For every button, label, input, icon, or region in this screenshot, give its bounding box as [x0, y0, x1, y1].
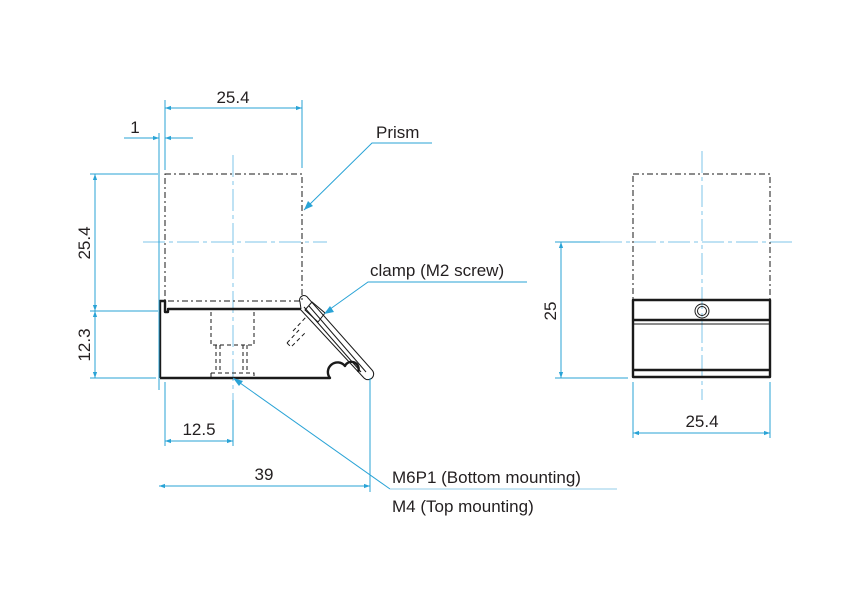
dim-front-width: 25.4: [685, 412, 718, 431]
dim-flange-offset: 1: [130, 118, 139, 137]
front-view: 25 25.4: [541, 151, 793, 438]
callout-clamp: clamp (M2 screw): [370, 261, 504, 280]
clamp-screw-hidden: [286, 315, 308, 348]
dim-total-length: 39: [255, 465, 274, 484]
prism-outline: [164, 173, 303, 302]
holder-front: [631, 298, 772, 379]
prism-leader-arrow: [304, 201, 313, 210]
callout-mount-top: M4 (Top mounting): [392, 497, 534, 516]
clamp-leader: [325, 281, 527, 313]
prism-leader: [303, 142, 432, 211]
dim-prism-height: 25.4: [75, 226, 94, 259]
screw-head-inner: [697, 306, 707, 316]
callout-mount-bottom: M6P1 (Bottom mounting): [392, 468, 581, 487]
clamp-arm: [299, 295, 375, 381]
mount-leader-arrow: [233, 378, 243, 386]
screw-head-icon: [694, 303, 710, 319]
mount-leader: [232, 377, 391, 490]
side-view: 25.4 1 25.4 12.3 12.5 39 Prism clamp (M2…: [75, 88, 617, 516]
mount-hole-hidden: [210, 312, 255, 378]
dim-front-height: 25: [541, 302, 560, 321]
holder-body: [158, 299, 360, 380]
dim-prism-width: 25.4: [216, 88, 249, 107]
dim-mount-offset: 12.5: [182, 420, 215, 439]
dim-base-height: 12.3: [75, 328, 94, 361]
callout-prism: Prism: [376, 123, 419, 142]
clamp-leader-arrow: [324, 306, 334, 314]
